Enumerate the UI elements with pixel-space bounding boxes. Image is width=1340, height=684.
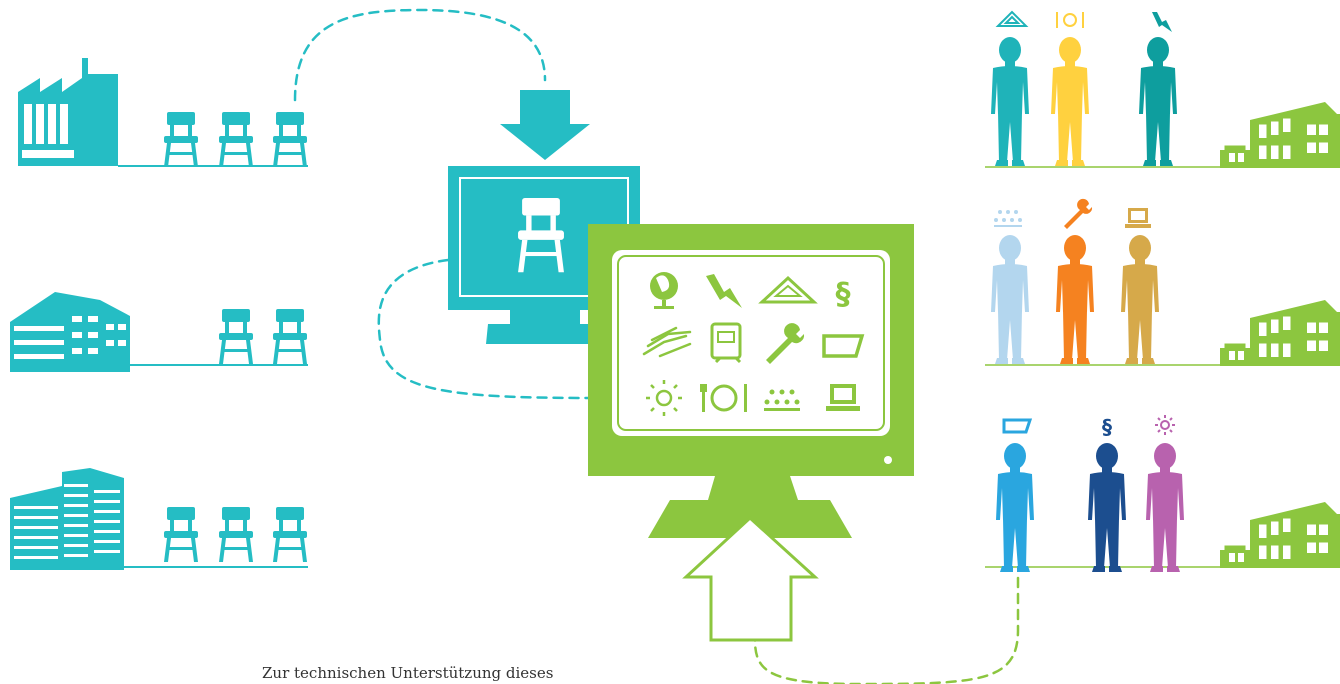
green-building-icon xyxy=(1220,300,1340,366)
chair-icon xyxy=(273,112,307,167)
green-building-icon xyxy=(1220,102,1340,168)
person xyxy=(1056,235,1094,364)
people-row-2 xyxy=(985,198,1340,366)
computer-icon xyxy=(1125,208,1151,228)
chair-icon xyxy=(164,507,198,562)
arrow-down-icon xyxy=(500,90,590,160)
person xyxy=(1146,443,1184,572)
sun-icon xyxy=(646,380,682,416)
triangle-ruler-icon xyxy=(758,275,818,304)
cutlery-icon xyxy=(1056,12,1084,28)
audience-icon xyxy=(764,389,800,411)
connector-teal-to-green-monitor xyxy=(377,258,594,400)
hands-icon xyxy=(642,326,692,358)
green-building-icon xyxy=(1220,502,1340,568)
office-building-icon xyxy=(10,292,130,372)
employer-row-2 xyxy=(10,292,308,372)
cutlery-icon xyxy=(700,384,747,412)
chair-icon xyxy=(164,112,198,167)
person xyxy=(1051,37,1089,166)
audience-icon xyxy=(994,210,1022,227)
lightning-icon xyxy=(706,274,742,308)
factory-icon xyxy=(18,58,118,166)
triangle-ruler-icon xyxy=(995,10,1029,27)
tablet-icon xyxy=(822,334,865,358)
wrench-icon xyxy=(1064,198,1093,229)
globe-icon xyxy=(650,272,678,309)
employer-row-1 xyxy=(18,58,308,167)
chair-icon xyxy=(273,309,307,364)
sun-icon xyxy=(1155,415,1175,435)
person xyxy=(991,235,1029,364)
green-monitor: § xyxy=(588,224,914,538)
caption-text: Zur technischen Unterstützung dieses xyxy=(262,664,554,682)
person xyxy=(1121,235,1159,364)
paragraph-icon: § xyxy=(836,277,851,312)
chair-icon xyxy=(219,112,253,167)
computer-icon xyxy=(826,384,860,411)
connector-chairs-to-arrow xyxy=(293,8,547,102)
people-row-1 xyxy=(985,10,1340,168)
paragraph-icon: § xyxy=(1102,415,1112,439)
people-row-3: § xyxy=(985,415,1340,572)
skyscraper-icon xyxy=(10,468,124,570)
tablet-icon xyxy=(1002,418,1033,434)
train-icon xyxy=(710,322,742,364)
chair-icon xyxy=(273,507,307,562)
chair-icon xyxy=(219,309,253,364)
arrow-up-icon xyxy=(682,515,819,642)
connector-people-to-arrow xyxy=(753,576,1020,684)
employer-row-3 xyxy=(10,468,308,570)
wrench-icon xyxy=(766,323,805,364)
lightning-icon xyxy=(1152,12,1172,32)
person xyxy=(1088,443,1126,572)
person xyxy=(1139,37,1177,166)
person xyxy=(991,37,1029,166)
chair-icon xyxy=(219,507,253,562)
person xyxy=(996,443,1034,572)
skill-icon-grid: § xyxy=(642,272,865,416)
